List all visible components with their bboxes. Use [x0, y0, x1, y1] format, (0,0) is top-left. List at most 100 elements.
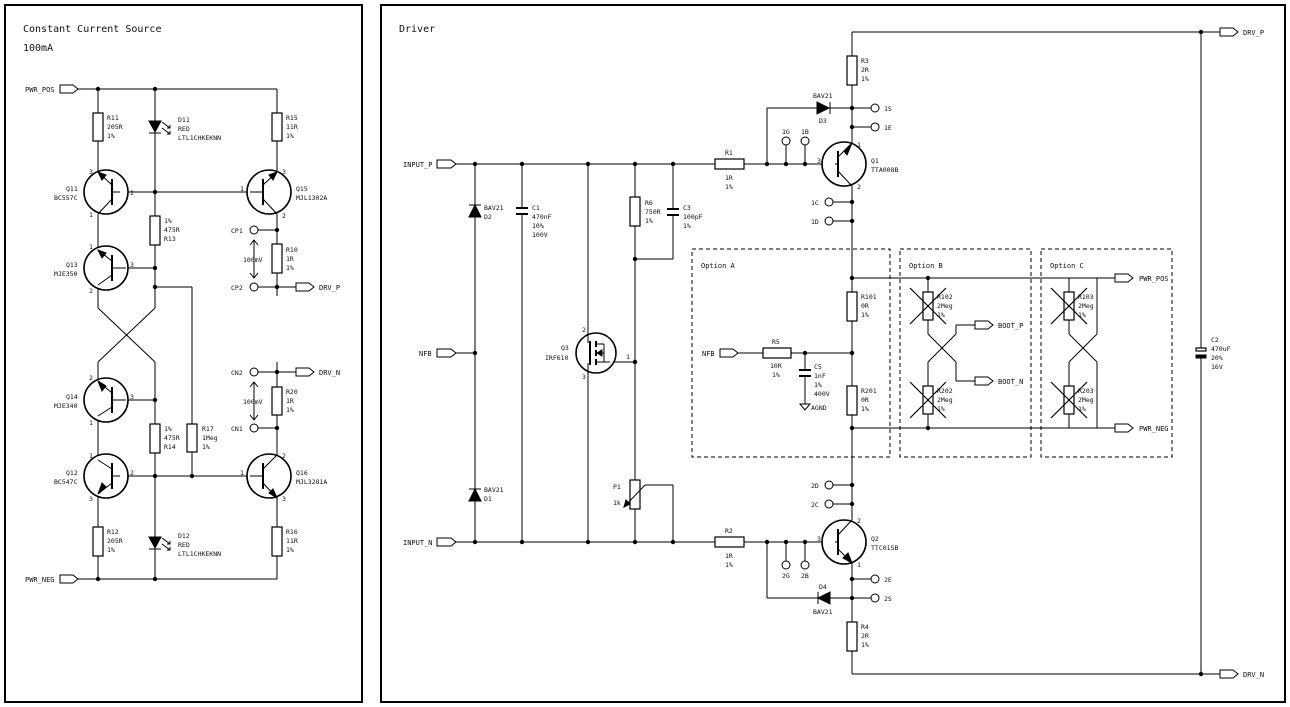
label-r17-ref: R17 [202, 425, 214, 433]
label-r15-tol: 1% [286, 132, 294, 140]
resistor-r1 [714, 158, 745, 170]
label-cp2: CP2 [231, 284, 243, 292]
label-q12-part: BC547C [54, 478, 78, 486]
label-r203-value: 2Meg [1078, 396, 1094, 404]
label-r103-ref: R103 [1078, 293, 1094, 301]
label-r12-value: 205R [107, 537, 123, 545]
label-r202-value: 2Meg [937, 396, 953, 404]
testpoint-cn1 [249, 423, 259, 433]
testpoint-1c [824, 197, 834, 207]
label-2c: 2C [811, 501, 819, 509]
driver-testpoints [781, 103, 880, 603]
port-pwr-neg-driver [1114, 423, 1134, 433]
label-d12-part: LTL1CHKEKNN [178, 550, 221, 558]
label-r2-ref: R2 [725, 527, 733, 535]
label-r101-ref: R101 [861, 293, 877, 301]
pin-q12-3: 3 [89, 495, 93, 503]
label-r14-value: 475R [164, 434, 180, 442]
label-q15-ref: Q15 [296, 185, 308, 193]
transistor-q1 [821, 141, 867, 187]
label-r4-tol: 1% [861, 641, 869, 649]
transistor-q15 [246, 169, 292, 215]
label-q1-ref: Q1 [871, 157, 879, 165]
capacitor-c1 [516, 207, 528, 215]
ccs-panel-subtitle: 100mA [23, 43, 53, 54]
label-100mv-bottom: 100mV [243, 398, 263, 406]
label-r15-ref: R15 [286, 114, 298, 122]
ccs-junctions [95, 86, 280, 582]
label-r4-value: 2R [861, 632, 869, 640]
label-1b: 1B [801, 128, 809, 136]
label-r16-value: 11R [286, 537, 298, 545]
label-d12-color: RED [178, 541, 190, 549]
label-c5-tol: 1% [814, 381, 822, 389]
label-r202-ref: R202 [937, 387, 953, 395]
label-d1-part: BAV21 [484, 486, 504, 494]
pin-q3-1: 1 [626, 353, 630, 361]
port-boot-n [974, 376, 994, 386]
label-2s: 2S [884, 595, 892, 603]
pin-q16-1: 1 [240, 469, 244, 477]
potentiometer-p1 [629, 479, 641, 510]
label-pwr-neg: PWR_NEG [25, 576, 55, 584]
pin-q15-1: 1 [240, 185, 244, 193]
ccs-wires [78, 88, 296, 580]
pin-q13-3: 3 [130, 261, 134, 269]
label-r20-ref: R20 [286, 388, 298, 396]
pin-q3-2: 2 [582, 326, 586, 334]
label-c2-ref: C2 [1211, 336, 1219, 344]
label-pwr-neg-driver: PWR_NEG [1139, 425, 1169, 433]
label-r1-ref: R1 [725, 149, 733, 157]
testpoint-1b [800, 136, 810, 146]
label-r17-value: 1Meg [202, 434, 218, 442]
pin-q15-2: 2 [282, 212, 286, 220]
port-pwr-pos-driver [1114, 273, 1134, 283]
label-q14-ref: Q14 [66, 393, 78, 401]
pin-q16-2: 2 [282, 452, 286, 460]
port-drv-n [1219, 669, 1239, 679]
label-1s: 1S [884, 105, 892, 113]
label-r5-tol: 1% [772, 371, 780, 379]
label-r16-ref: R16 [286, 528, 298, 536]
resistor-r20 [271, 386, 283, 416]
port-drv-p [1219, 27, 1239, 37]
capacitor-c2 [1195, 347, 1207, 359]
label-r102-ref: R102 [937, 293, 953, 301]
label-r201-tol: 1% [861, 405, 869, 413]
label-c1-ref: C1 [532, 204, 540, 212]
port-input-p [436, 159, 457, 169]
pin-q2-1: 1 [857, 561, 861, 569]
diode-d3 [816, 101, 831, 115]
testpoint-1e [870, 122, 880, 132]
port-input-n [436, 537, 457, 547]
pin-q3-3: 3 [582, 373, 586, 381]
label-r10-ref: R10 [286, 246, 298, 254]
label-c3-value: 100pF [683, 213, 703, 221]
pin-q1-3: 3 [817, 157, 821, 165]
led-d12 [148, 536, 171, 551]
led-d11 [148, 120, 171, 135]
pin-q15-3: 3 [282, 168, 286, 176]
label-c1-tol: 10% [532, 222, 544, 230]
resistor-r13 [149, 215, 161, 246]
label-r13-ref: R13 [164, 235, 176, 243]
label-r13-tol: 1% [164, 217, 172, 225]
label-d11-ref: D11 [178, 116, 190, 124]
resistor-r11 [92, 112, 104, 142]
label-1g: 1G [782, 128, 790, 136]
label-boot-p: BOOT_P [998, 322, 1023, 330]
driver-labels: INPUT_P INPUT_N NFB NFB DRV_P DRV_N BOOT… [403, 29, 1264, 679]
pin-q13-1: 1 [89, 243, 93, 251]
option-a-box [691, 248, 891, 458]
label-c2-tol: 20% [1211, 354, 1223, 362]
port-pwr-neg-ccs [59, 574, 79, 584]
label-r14-tol: 1% [164, 425, 172, 433]
resistor-r12 [92, 526, 104, 557]
option-c-box [1040, 248, 1173, 458]
pin-q2-2: 2 [857, 517, 861, 525]
transistor-q16 [246, 453, 292, 500]
driver-panel-title: Driver [399, 24, 435, 35]
pin-q12-1: 1 [89, 452, 93, 460]
label-q2-ref: Q2 [871, 535, 879, 543]
label-nfb: NFB [419, 350, 432, 358]
